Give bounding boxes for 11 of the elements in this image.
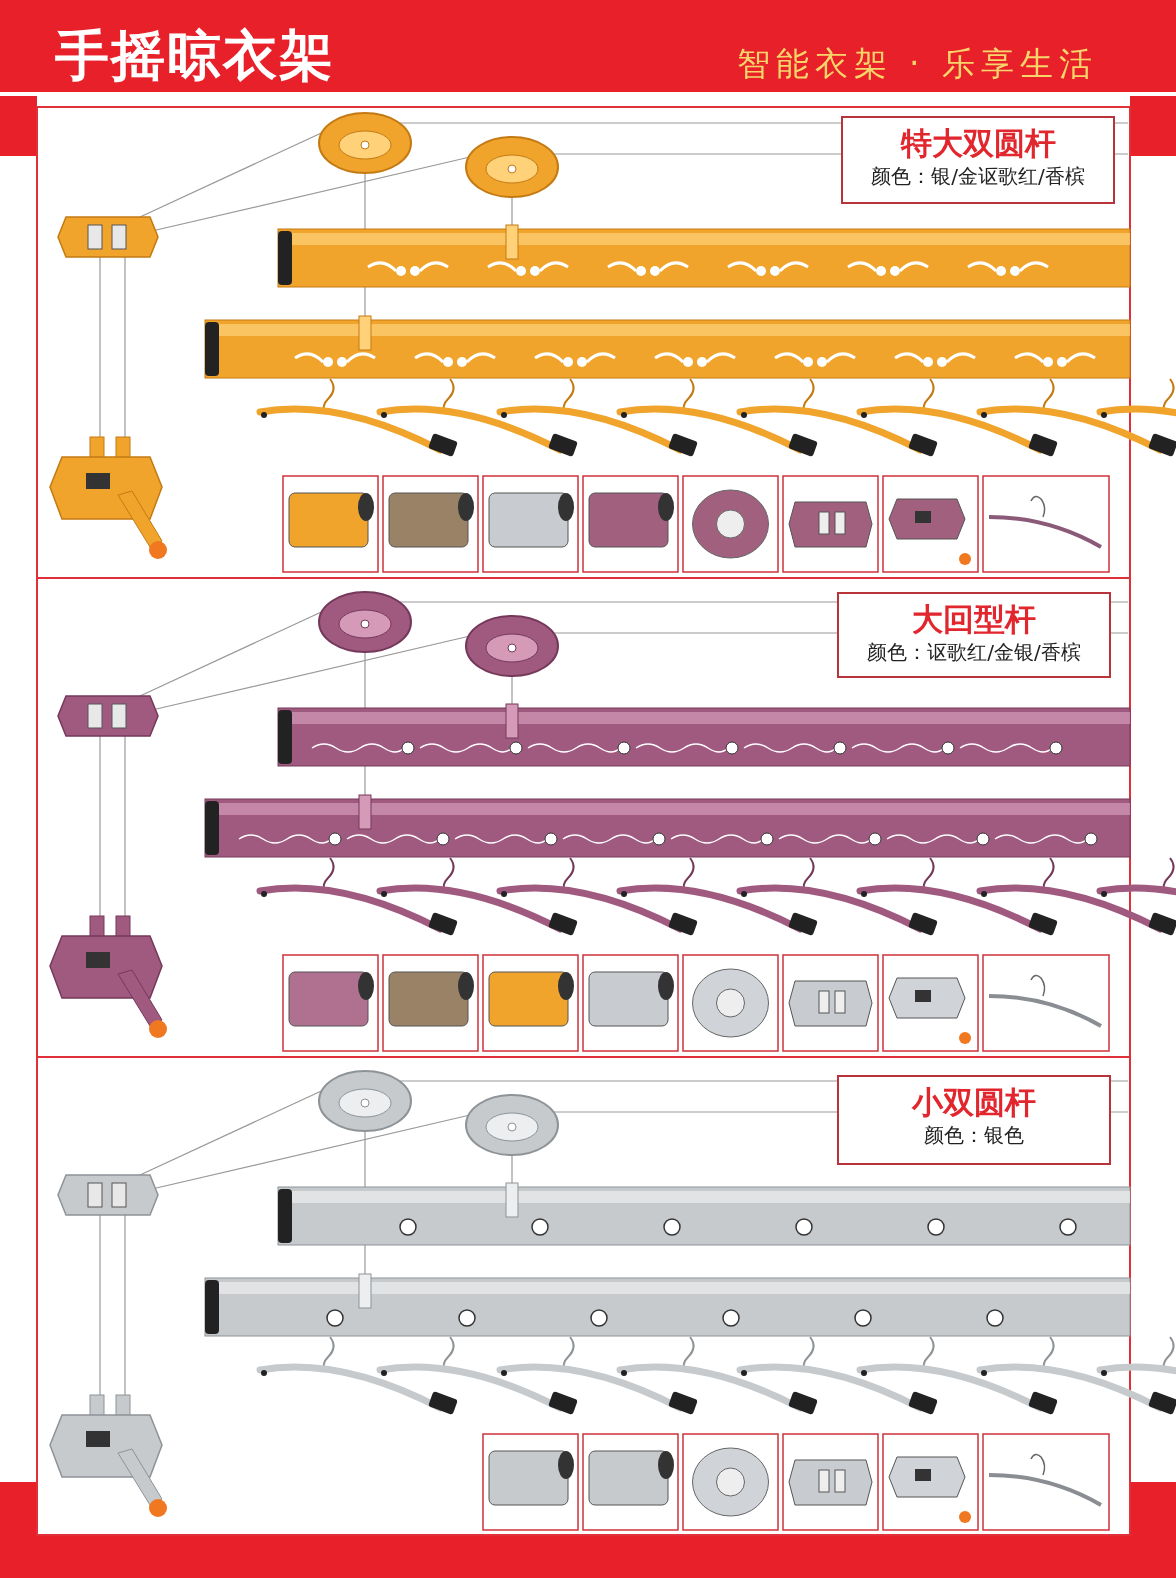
color-options: 颜色：讴歌红/金银/香槟 <box>839 638 1109 666</box>
product-name: 小双圆杆 <box>910 1083 1037 1121</box>
color-options: 颜色：银/金讴歌红/香槟 <box>843 162 1113 190</box>
product-name: 特大双圆杆 <box>899 124 1057 162</box>
label-box <box>837 592 1111 678</box>
label-box <box>841 116 1115 204</box>
product-name: 大回型杆 <box>911 600 1037 638</box>
page-title: 手摇晾衣架 <box>55 24 335 88</box>
color-options: 颜色：银色 <box>839 1121 1109 1149</box>
tagline: 智能衣架 · 乐享生活 <box>736 43 1098 85</box>
label-box <box>837 1075 1111 1165</box>
